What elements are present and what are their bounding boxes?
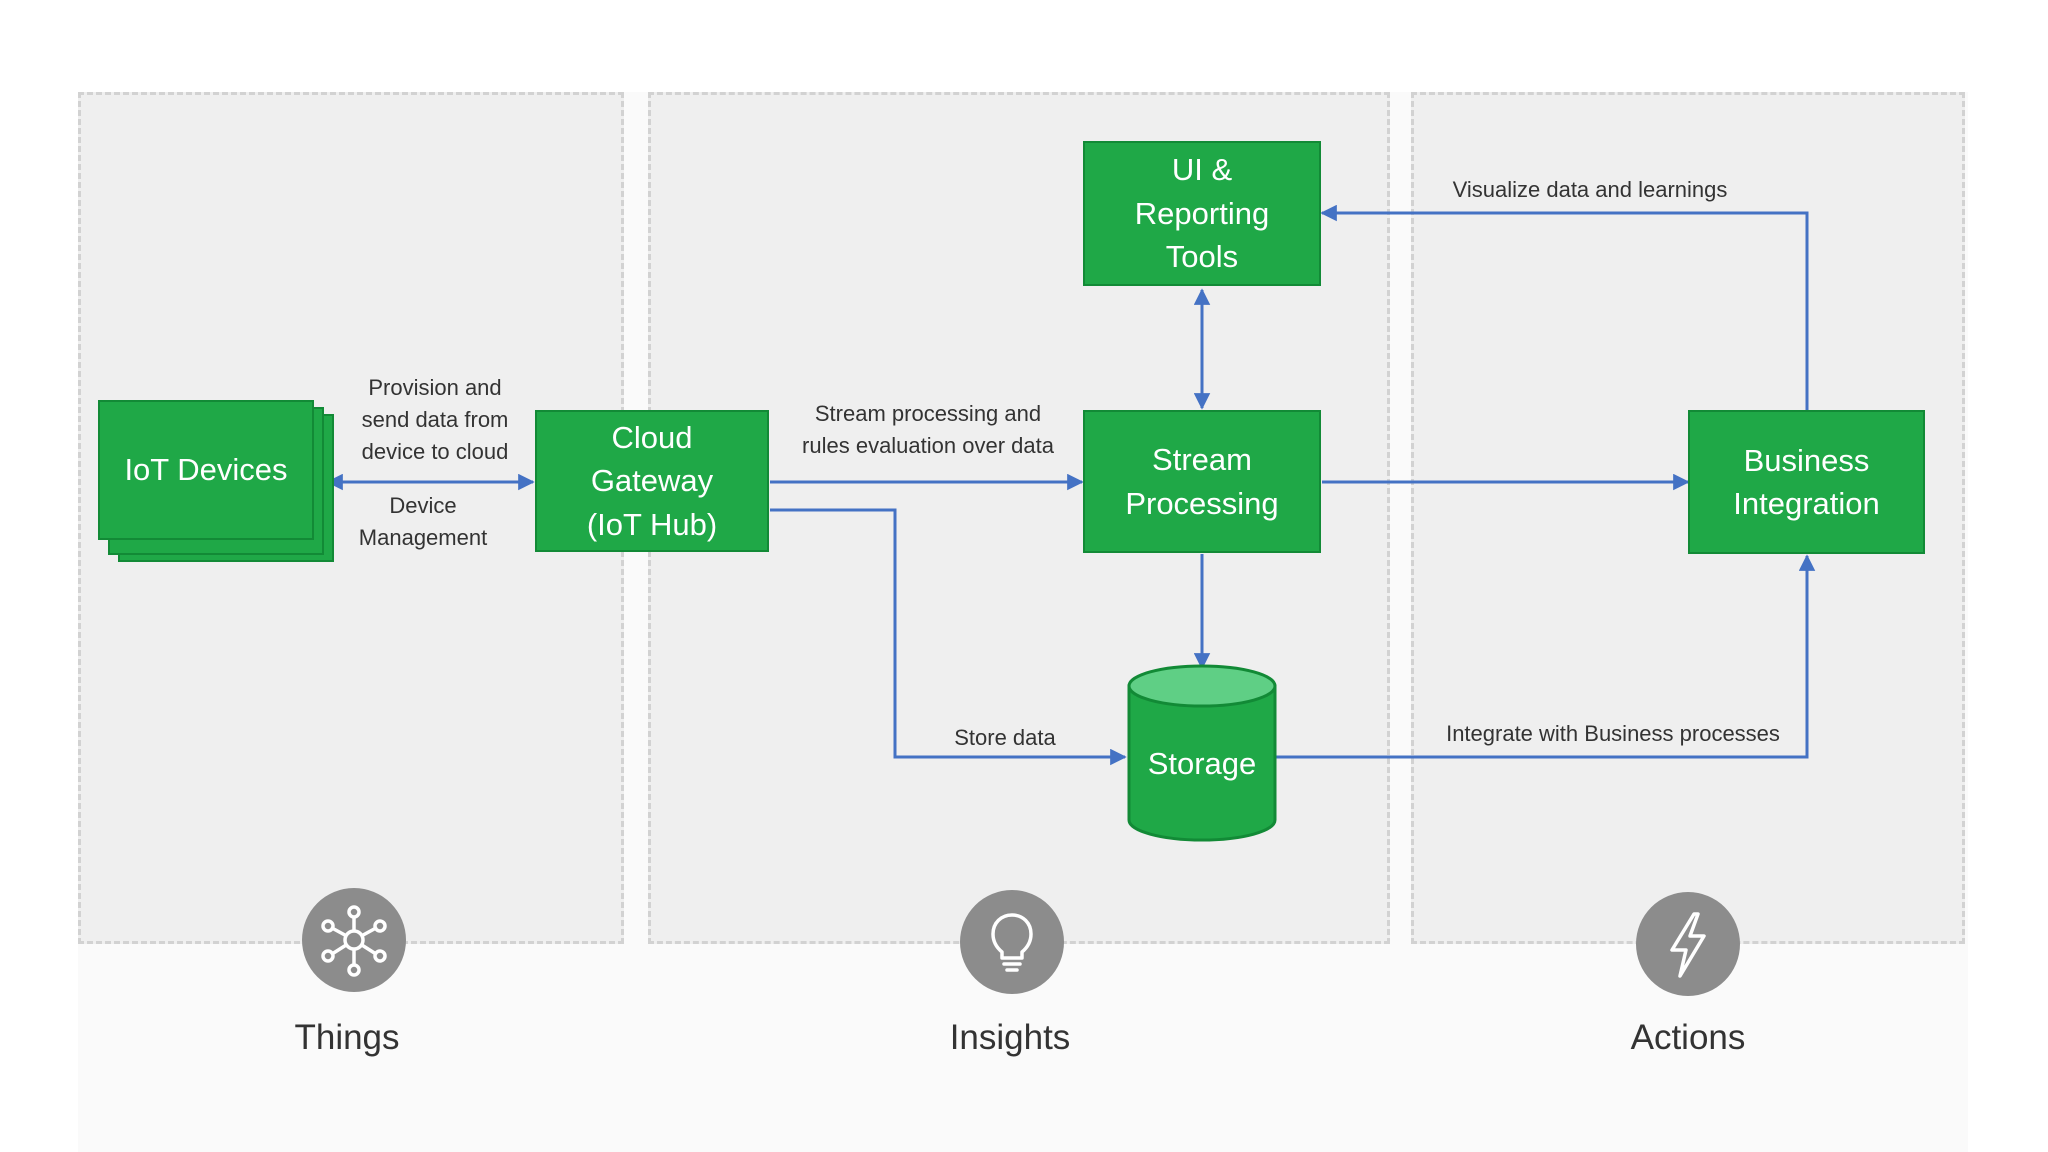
- category-insights-label: Insights: [949, 1018, 1071, 1057]
- storage-cylinder: [1127, 664, 1277, 842]
- ui-reporting-node[interactable]: UI & Reporting Tools: [1083, 141, 1321, 286]
- business-integration-node[interactable]: Business Integration: [1688, 410, 1925, 554]
- device-management-line-1: Device: [389, 493, 457, 518]
- business-ui-arrow: [1320, 204, 1809, 410]
- device-management-line-2: Management: [358, 524, 488, 550]
- stream-processing-node[interactable]: Stream Processing: [1083, 410, 1321, 553]
- cloud-gateway-node[interactable]: Cloud Gateway (IoT Hub): [535, 410, 769, 552]
- visualize-label: Visualize data and learnings: [1452, 177, 1728, 202]
- ui-reporting-line-2: Reporting: [1134, 195, 1270, 231]
- integrate-label: Integrate with Business processes: [1446, 721, 1780, 746]
- provision-line-2: send data from: [361, 406, 509, 432]
- provision-label: Provision and send data from device to c…: [330, 372, 540, 468]
- stream-processing-line-2: Processing: [1125, 485, 1279, 521]
- storage-business-arrow: [1276, 554, 1816, 759]
- iot-devices-node[interactable]: IoT Devices: [98, 400, 314, 540]
- cloud-gateway-line-3: (IoT Hub): [586, 506, 718, 542]
- category-actions-label: Actions: [1630, 1018, 1746, 1057]
- network-nodes-icon: [302, 888, 406, 992]
- stream-rules-line-2: rules evaluation over data: [802, 432, 1054, 458]
- stream-rules-line-1: Stream processing and: [814, 401, 1042, 426]
- stream-processing-line-1: Stream: [1152, 442, 1252, 478]
- lightning-bolt-icon: [1636, 892, 1740, 996]
- provision-line-1: Provision and: [368, 375, 502, 400]
- iot-devices-label: IoT Devices: [124, 452, 288, 488]
- cloud-gateway-line-2: Gateway: [590, 463, 714, 499]
- ui-reporting-line-3: Tools: [1165, 239, 1239, 275]
- category-things-label: Things: [294, 1018, 400, 1057]
- business-integration-line-1: Business: [1743, 442, 1870, 478]
- business-integration-line-2: Integration: [1733, 486, 1880, 521]
- provision-line-3: device to cloud: [361, 438, 509, 464]
- device-management-label: Device Management: [330, 490, 516, 554]
- store-data-label: Store data: [954, 725, 1056, 750]
- ui-reporting-line-1: UI &: [1171, 152, 1233, 188]
- gateway-storage-arrow: [770, 508, 1127, 766]
- stream-rules-label: Stream processing and rules evaluation o…: [778, 398, 1078, 462]
- lightbulb-icon: [960, 890, 1064, 994]
- cloud-gateway-line-1: Cloud: [611, 419, 693, 455]
- storage-node-label[interactable]: Storage: [1147, 746, 1257, 781]
